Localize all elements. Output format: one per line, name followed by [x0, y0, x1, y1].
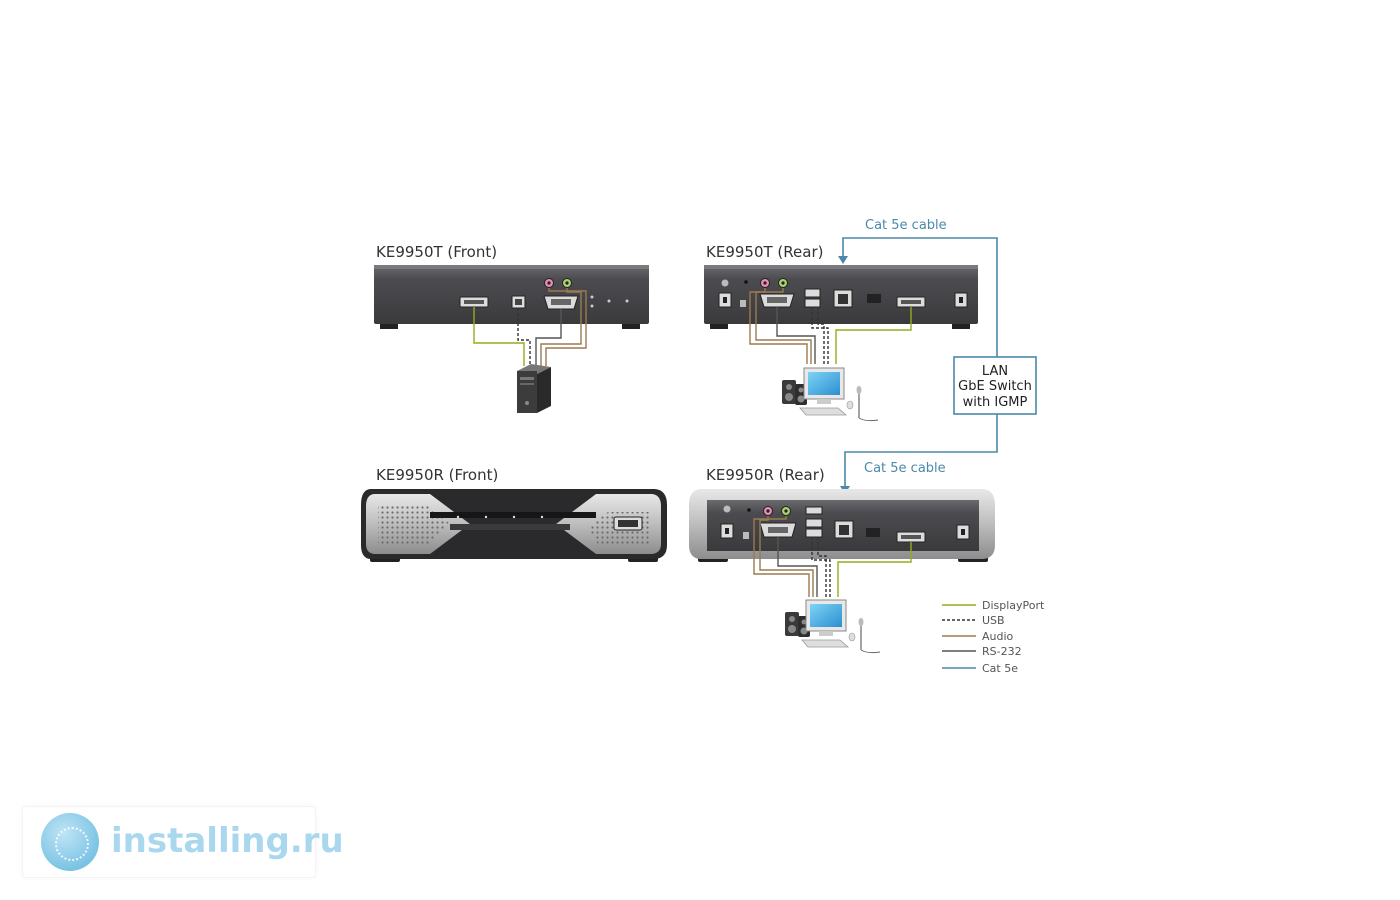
rx-front-title: KE9950R (Front): [376, 466, 498, 484]
rx-rear-cables: [753, 516, 912, 597]
watermark-text: installing.ru: [111, 821, 344, 861]
cat5e-cable-bottom: [840, 414, 998, 494]
tx-rear-title: KE9950T (Rear): [706, 243, 823, 261]
legend-label-audio: Audio: [982, 630, 1014, 643]
watermark-logo-icon: [41, 813, 99, 871]
pc-tower-icon: [517, 364, 551, 413]
lan-switch-line-1: LAN: [982, 364, 1008, 379]
workstation-bottom-icon: [785, 599, 881, 654]
watermark: installing.ru: [22, 806, 344, 878]
rx-rear-title: KE9950R (Rear): [706, 466, 825, 484]
lan-switch-line-2: GbE Switch: [958, 379, 1032, 394]
lan-switch-box: LAN GbE Switch with IGMP: [953, 356, 1037, 415]
lan-switch-line-3: with IGMP: [963, 395, 1028, 410]
legend-label-usb: USB: [982, 614, 1005, 627]
legend-label-displayport: DisplayPort: [982, 599, 1045, 612]
rx-front-device: [361, 489, 667, 562]
tx-front-cables: [473, 288, 587, 366]
cat5e-bottom-label: Cat 5e cable: [864, 461, 946, 476]
legend: DisplayPort USB Audio RS-232 Cat 5e: [942, 599, 1045, 675]
tx-rear-device: [704, 265, 978, 329]
cat5e-top-label: Cat 5e cable: [865, 218, 947, 233]
cat5e-cable-top: [838, 237, 998, 357]
legend-label-rs232: RS-232: [982, 645, 1022, 658]
tx-front-device: [374, 265, 649, 329]
legend-label-cat5e: Cat 5e: [982, 662, 1018, 675]
tx-front-title: KE9950T (Front): [376, 243, 497, 261]
workstation-top-icon: [782, 367, 879, 422]
tx-rear-cables: [749, 288, 912, 364]
rx-rear-device: [689, 489, 995, 562]
